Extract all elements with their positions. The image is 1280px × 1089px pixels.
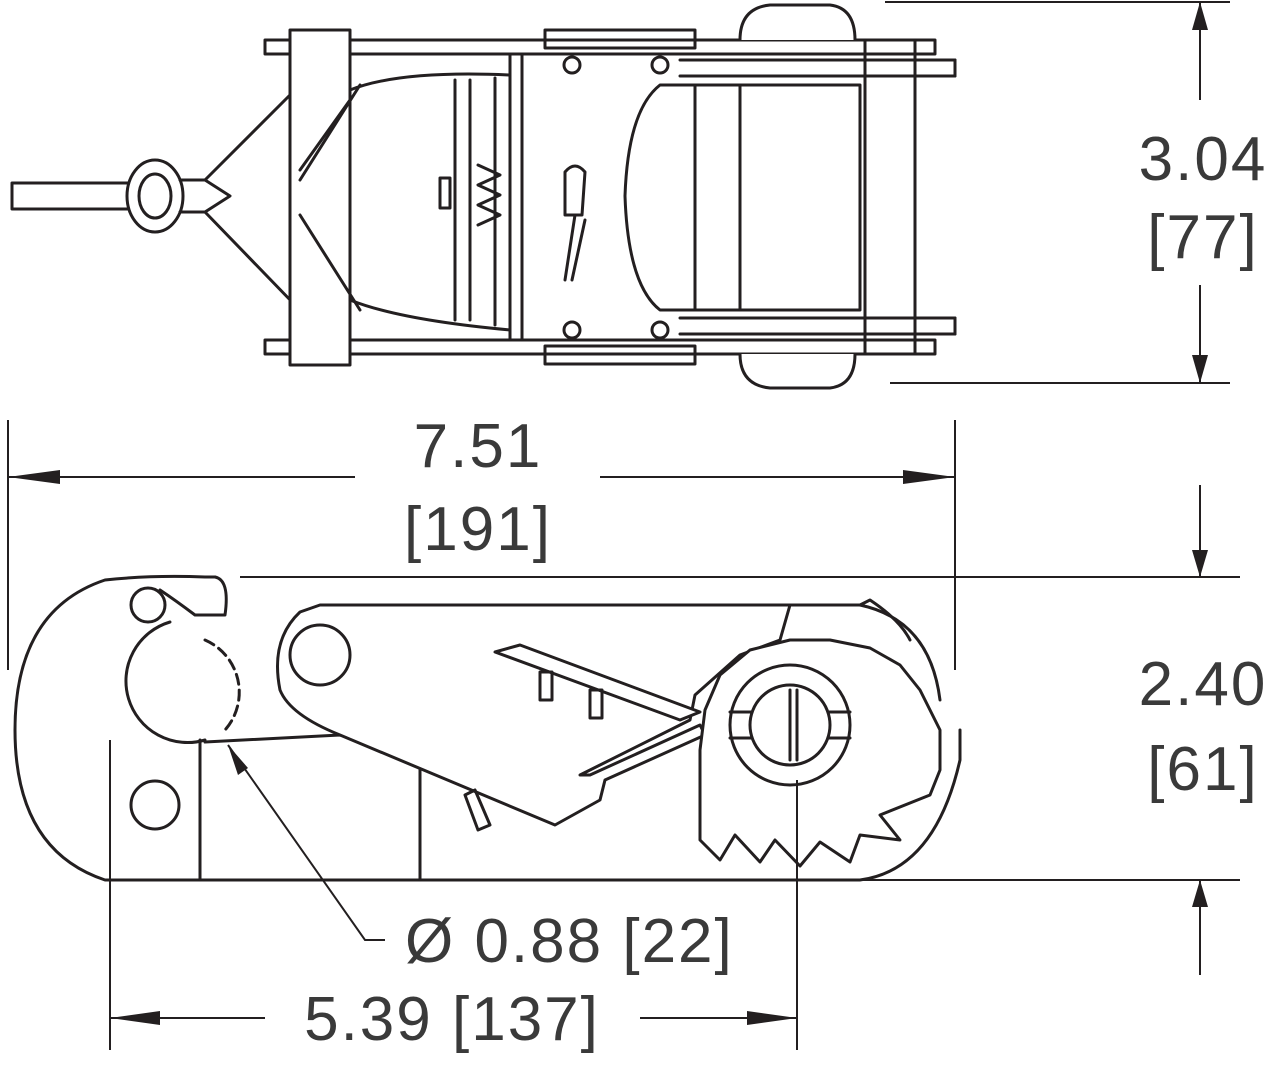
dimension-hook-to-spindle: 5.39 [137]	[109, 740, 798, 1054]
height-inches-label: 2.40	[1139, 650, 1268, 719]
dimension-length: 7.51 [191]	[7, 412, 956, 670]
dimension-height: 2.40 [61]	[240, 485, 1268, 975]
handle-frame	[263, 28, 937, 367]
width-inches-label: 3.04	[1139, 125, 1268, 194]
length-mm-label: [191]	[404, 495, 552, 564]
length-inches-label: 7.51	[414, 412, 543, 481]
base-body	[13, 574, 962, 882]
ratchet-gear	[698, 638, 942, 868]
hook-to-spindle-label: 5.39 [137]	[304, 985, 600, 1054]
ratchet-handle	[276, 598, 942, 832]
ratchet-body	[543, 28, 702, 366]
width-mm-label: [77]	[1147, 203, 1258, 272]
spindle-drum	[678, 3, 957, 390]
hook-diameter-label: Ø 0.88 [22]	[405, 907, 734, 976]
dimension-hook-diameter: Ø 0.88 [22]	[227, 744, 734, 976]
side-view: 7.51 [191] 2.40 [61] Ø 0.88 [22]	[7, 412, 1268, 1054]
top-view: 3.04 [77]	[10, 1, 1268, 390]
height-mm-label: [61]	[1147, 735, 1258, 804]
dimension-width: 3.04 [77]	[885, 1, 1268, 384]
strap-end	[10, 88, 297, 307]
